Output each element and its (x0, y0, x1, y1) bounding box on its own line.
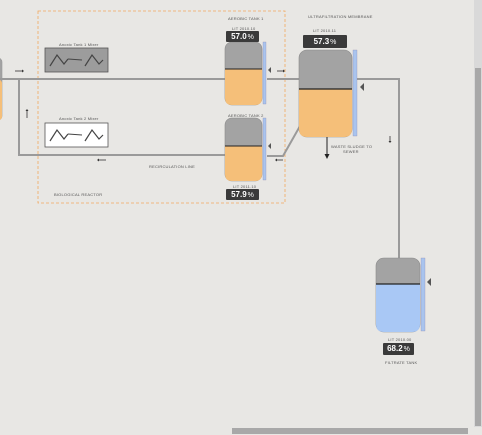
arrow-right-icon (15, 69, 24, 73)
biological-reactor-border (37, 10, 286, 204)
uf-title: ULTRAFILTRATION MEMBRANE (308, 14, 373, 19)
level-pointer-icon (427, 278, 431, 286)
recirculation-line-label: RECIRCULATION LINE (149, 164, 195, 169)
aerobic2-tag: LIT 2011.10 (233, 184, 257, 189)
aerobic1-title: AEROBIC TANK 1 (228, 16, 264, 21)
vertical-scrollbar[interactable] (474, 0, 482, 427)
recirculation-pipe (18, 80, 226, 156)
aerobic2-to-uf-pipe (267, 125, 301, 157)
level-pointer-icon (268, 67, 271, 73)
mixer1-label: Anoxic Tank 1 Mixer (59, 42, 99, 47)
filtrate-level-readout: 68.2% (383, 343, 414, 355)
mixer2[interactable] (44, 122, 109, 148)
aerobic2-level-readout: 57.9% (226, 189, 259, 200)
aerobic1-level-readout: 57.0% (226, 31, 259, 42)
arrow-left-icon (275, 158, 283, 162)
arrow-right-icon (277, 69, 285, 73)
uf-level-readout: 57.3% (303, 35, 347, 48)
vertical-scrollbar-thumb[interactable] (475, 68, 481, 426)
ultrafiltration-tank[interactable] (298, 49, 364, 159)
filtrate-tag: LIT 2010.00 (388, 337, 412, 342)
arrow-left-icon (97, 158, 106, 162)
filtrate-title: FILTRATE TANK (385, 360, 418, 365)
mixer2-label: Anoxic Tank 2 Mixer (59, 116, 99, 121)
horizontal-scrollbar-thumb[interactable] (232, 428, 468, 434)
arrow-down-icon (324, 154, 330, 159)
flow-arrows (15, 69, 392, 162)
mixer1[interactable] (44, 47, 109, 73)
arrow-down-icon (388, 136, 392, 143)
biological-reactor-label: BIOLOGICAL REACTOR (54, 192, 103, 197)
arrow-up-icon (25, 109, 29, 118)
inflow-tank-partial (0, 58, 3, 120)
level-pointer-icon (268, 143, 271, 149)
horizontal-scrollbar[interactable] (0, 427, 474, 435)
aerobic-tank-1[interactable] (224, 41, 271, 106)
aerobic1-tag: LIT 2010.10 (232, 26, 256, 31)
uf-to-filtrate-pipe (353, 78, 400, 267)
aerobic-tank-2[interactable] (224, 117, 271, 182)
waste-sludge-label: WASTE SLUDGE TO (331, 144, 373, 149)
uf-tag: LIT 2010.11 (313, 28, 337, 33)
waste-sludge-label-2: SEWER (343, 149, 359, 154)
pipes (0, 78, 400, 268)
aerobic2-title: AEROBIC TANK 2 (228, 113, 264, 118)
filtrate-tank[interactable] (375, 257, 431, 333)
level-pointer-icon (360, 83, 364, 91)
